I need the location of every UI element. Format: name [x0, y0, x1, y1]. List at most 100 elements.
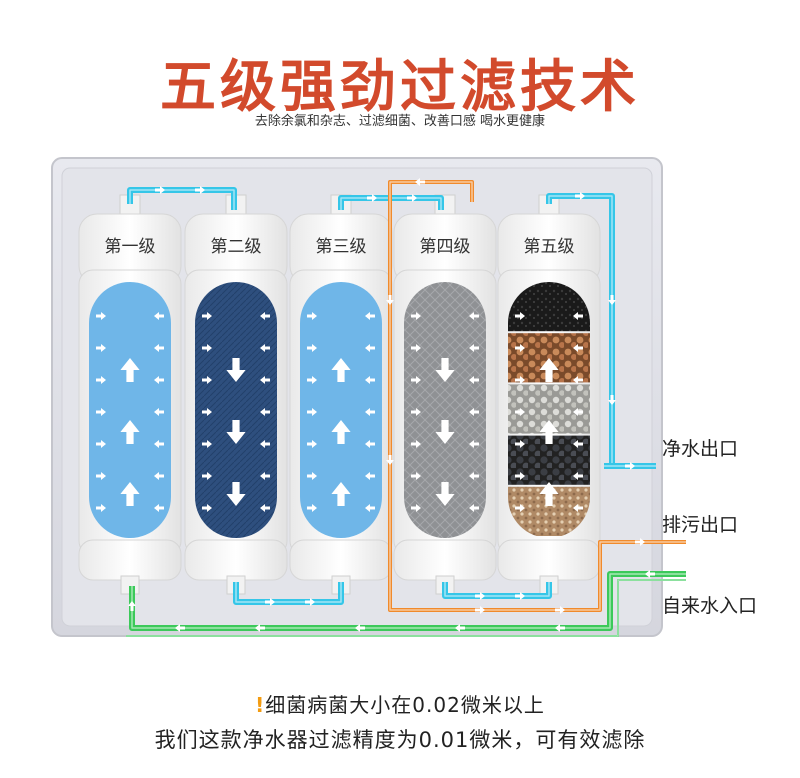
- inflow-arrow-icon: [365, 312, 375, 320]
- inflow-arrow-icon: [96, 440, 106, 448]
- page-title: 五级强劲过滤技术: [160, 55, 640, 120]
- inflow-arrow-icon: [469, 376, 479, 384]
- inflow-arrow-icon: [469, 408, 479, 416]
- stage-label: 第三级: [316, 237, 367, 257]
- pipe-flow-arrow-icon: [635, 538, 645, 546]
- inflow-arrow-icon: [96, 408, 106, 416]
- inflow-arrow-icon: [260, 376, 270, 384]
- inflow-arrow-icon: [365, 504, 375, 512]
- warning-mark: !: [255, 693, 266, 717]
- inflow-arrow-icon: [154, 504, 164, 512]
- pipe-flow-arrow-icon: [407, 194, 417, 202]
- filter-stage-1: 第一级: [78, 194, 182, 595]
- stage-label: 第五级: [524, 237, 575, 257]
- inflow-arrow-icon: [202, 344, 212, 352]
- flow-direction-arrow-icon: [539, 420, 559, 444]
- inflow-arrow-icon: [154, 440, 164, 448]
- inflow-arrow-icon: [573, 376, 583, 384]
- filter-stage-3: 第三级: [289, 194, 393, 595]
- pipe-flow-arrow-icon: [555, 624, 565, 632]
- inflow-arrow-icon: [96, 504, 106, 512]
- flow-direction-arrow-icon: [120, 420, 140, 444]
- pipe-flow-arrow-icon: [608, 295, 616, 305]
- pipe-flow-arrow-icon: [128, 601, 136, 611]
- pipe-flow-arrow-icon: [625, 462, 635, 470]
- stage-label: 第四级: [420, 237, 471, 257]
- inflow-arrow-icon: [469, 312, 479, 320]
- inflow-arrow-icon: [154, 344, 164, 352]
- pipe-flow-arrow-icon: [155, 186, 165, 194]
- inflow-arrow-icon: [260, 440, 270, 448]
- pipe-flow-arrow-icon: [355, 624, 365, 632]
- flow-direction-arrow-icon: [120, 482, 140, 506]
- inflow-arrow-icon: [573, 312, 583, 320]
- pipe-flow-arrow-icon: [455, 624, 465, 632]
- pipe-flow-arrow-icon: [386, 455, 394, 465]
- flow-direction-arrow-icon: [226, 420, 246, 444]
- inflow-arrow-icon: [515, 344, 525, 352]
- flow-direction-arrow-icon: [331, 420, 351, 444]
- filter-stage-5: 第五级: [497, 194, 601, 595]
- inflow-arrow-icon: [515, 472, 525, 480]
- inflow-arrow-icon: [573, 344, 583, 352]
- pipe-flow-arrow-icon: [575, 192, 585, 200]
- pipe-flow-arrow-icon: [255, 624, 265, 632]
- inflow-arrow-icon: [96, 472, 106, 480]
- inflow-arrow-icon: [307, 344, 317, 352]
- inflow-arrow-icon: [260, 408, 270, 416]
- pipe-flow-arrow-icon: [386, 295, 394, 305]
- inflow-arrow-icon: [202, 312, 212, 320]
- footer-line-1-text: 细菌病菌大小在0.02微米以上: [265, 693, 545, 717]
- waste-water-outlet-label: 排污出口: [662, 514, 739, 536]
- inflow-arrow-icon: [96, 312, 106, 320]
- filter-stage-4: 第四级: [393, 194, 497, 595]
- inflow-arrow-icon: [307, 440, 317, 448]
- page-subtitle: 去除余氯和杂志、过滤细菌、改善口感 喝水更健康: [254, 114, 546, 129]
- tap-water-inlet-label: 自来水入口: [662, 595, 758, 617]
- pipe-flow-arrow-icon: [415, 178, 425, 186]
- inflow-arrow-icon: [202, 504, 212, 512]
- stage-label: 第一级: [105, 237, 156, 257]
- pipe-flow-arrow-icon: [265, 598, 275, 606]
- pipe-flow-arrow-icon: [305, 598, 315, 606]
- pipe-flow-arrow-icon: [367, 194, 377, 202]
- inflow-arrow-icon: [365, 376, 375, 384]
- inflow-arrow-icon: [573, 408, 583, 416]
- flow-direction-arrow-icon: [331, 482, 351, 506]
- inflow-arrow-icon: [365, 408, 375, 416]
- flow-direction-arrow-icon: [539, 358, 559, 382]
- flow-direction-arrow-icon: [435, 358, 455, 382]
- inflow-arrow-icon: [515, 440, 525, 448]
- inflow-arrow-icon: [411, 408, 421, 416]
- flow-direction-arrow-icon: [226, 482, 246, 506]
- inflow-arrow-icon: [154, 312, 164, 320]
- inflow-arrow-icon: [96, 376, 106, 384]
- inflow-arrow-icon: [469, 472, 479, 480]
- inflow-arrow-icon: [260, 504, 270, 512]
- inflow-arrow-icon: [573, 504, 583, 512]
- flow-direction-arrow-icon: [331, 358, 351, 382]
- inflow-arrow-icon: [515, 376, 525, 384]
- inflow-arrow-icon: [96, 344, 106, 352]
- flow-direction-arrow-icon: [435, 420, 455, 444]
- inflow-arrow-icon: [365, 440, 375, 448]
- inflow-arrow-icon: [411, 312, 421, 320]
- flow-direction-arrow-icon: [120, 358, 140, 382]
- footer-line-2: 我们这款净水器过滤精度为0.01微米，可有效滤除: [154, 728, 646, 752]
- inflow-arrow-icon: [411, 440, 421, 448]
- inflow-arrow-icon: [307, 472, 317, 480]
- inflow-arrow-icon: [202, 472, 212, 480]
- inflow-arrow-icon: [515, 312, 525, 320]
- inflow-arrow-icon: [307, 504, 317, 512]
- filter-stage-2: 第二级: [184, 194, 288, 595]
- inflow-arrow-icon: [154, 408, 164, 416]
- inflow-arrow-icon: [469, 440, 479, 448]
- pipe-flow-arrow-icon: [515, 592, 525, 600]
- inflow-arrow-icon: [515, 408, 525, 416]
- inflow-arrow-icon: [202, 376, 212, 384]
- inflow-arrow-icon: [365, 472, 375, 480]
- inflow-arrow-icon: [154, 472, 164, 480]
- inflow-arrow-icon: [365, 344, 375, 352]
